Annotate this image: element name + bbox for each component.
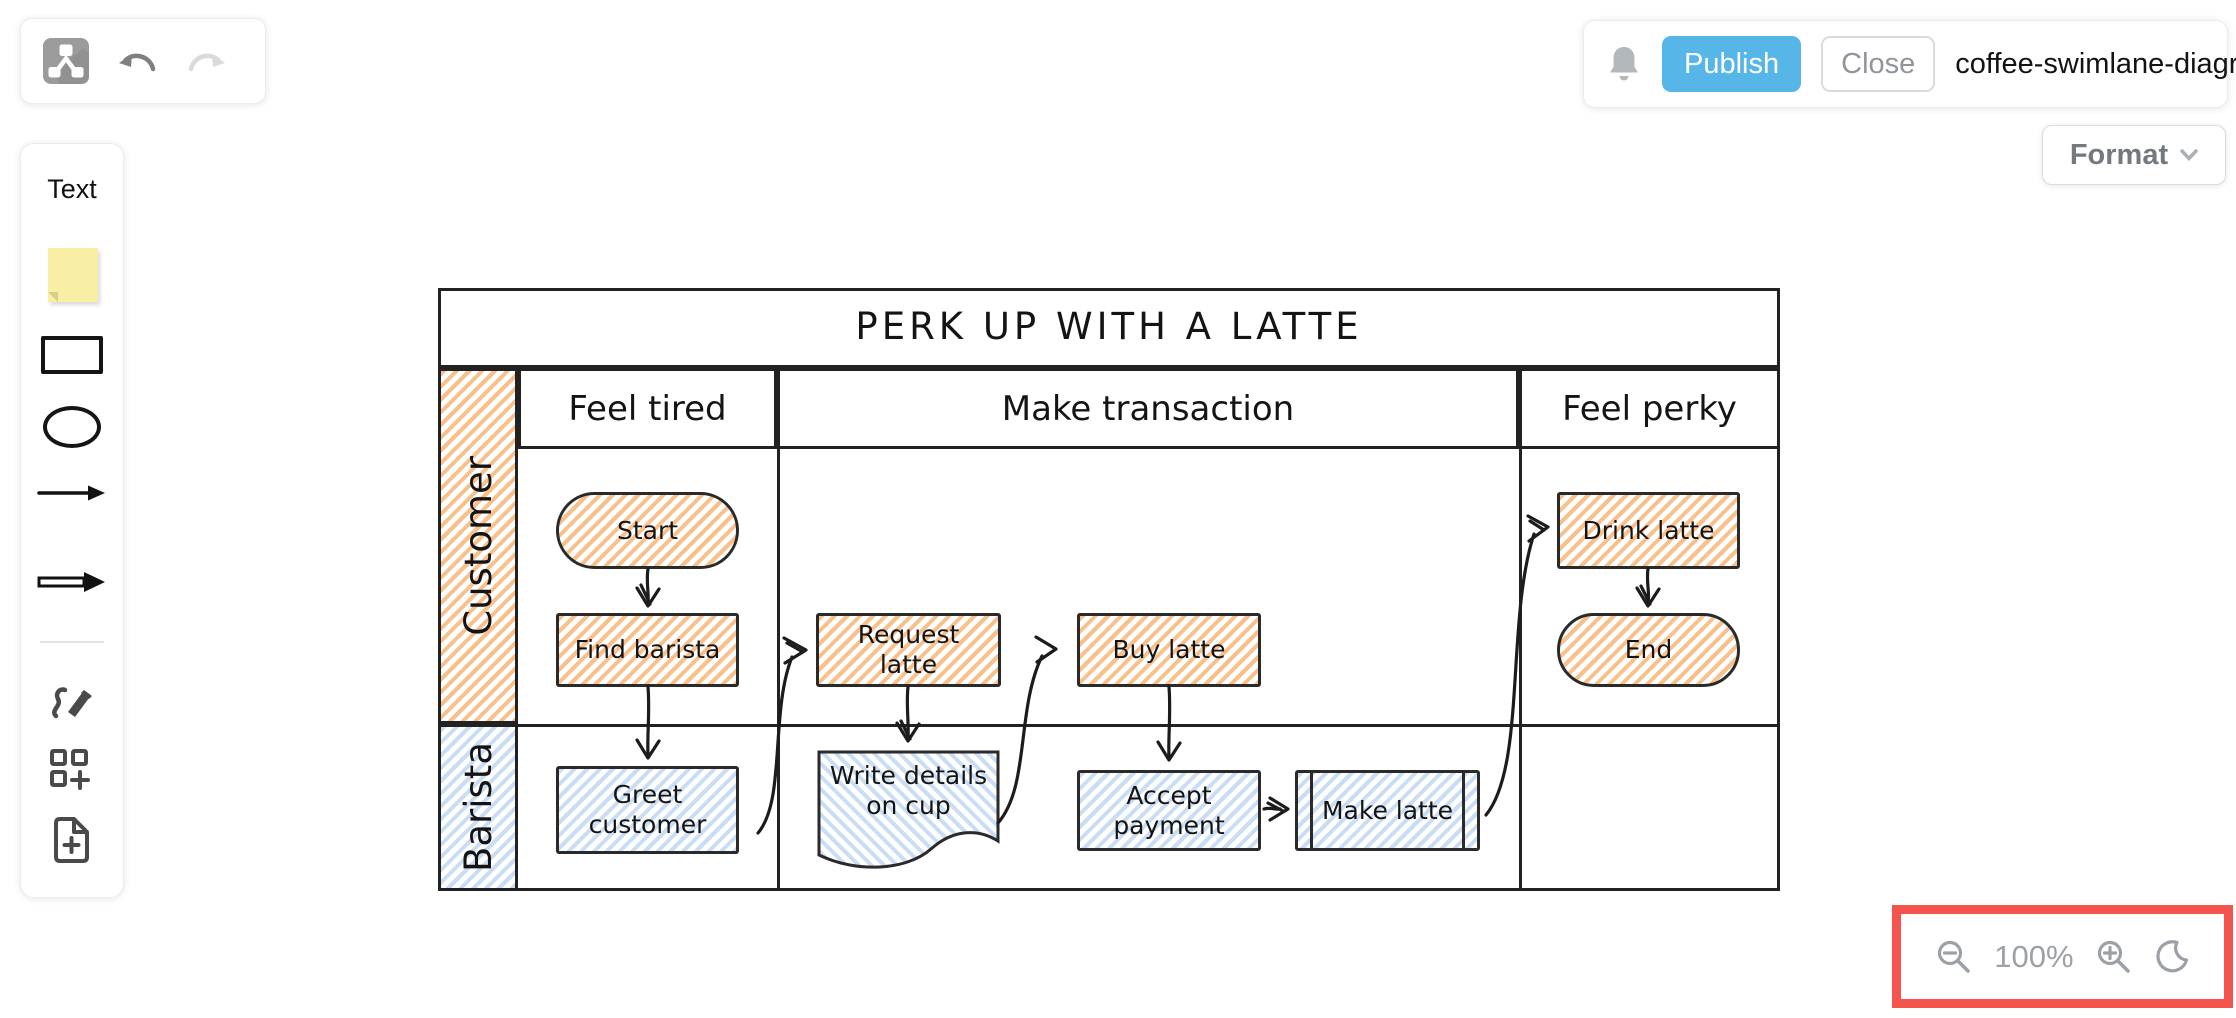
main-toolbar (20, 18, 266, 104)
sidebar-divider (40, 641, 104, 643)
node-end[interactable]: End (1557, 613, 1740, 687)
lane-divider (518, 724, 1780, 727)
ellipse-tool[interactable] (43, 406, 101, 448)
node-make-latte[interactable]: Make latte (1295, 770, 1480, 851)
document-header-bar: Publish Close coffee-swimlane-diagram (1583, 20, 2236, 108)
node-accept-payment[interactable]: Accept payment (1077, 770, 1261, 851)
sticky-note-tool[interactable] (48, 248, 98, 302)
format-label: Format (2069, 138, 2169, 171)
text-tool[interactable]: Text (47, 174, 97, 204)
draw-pen-icon[interactable] (48, 678, 96, 722)
new-page-icon[interactable] (52, 816, 92, 864)
document-title: coffee-swimlane-diagram (1955, 47, 2236, 80)
diagram-title[interactable]: PERK UP WITH A LATTE (438, 288, 1780, 368)
node-greet-customer[interactable]: Greet customer (556, 766, 739, 854)
diagram-tool-icon[interactable] (43, 38, 89, 84)
shape-sidebar: Text (20, 143, 124, 898)
undo-icon[interactable] (115, 45, 159, 77)
redo-icon (185, 45, 229, 77)
phase-divider-1 (777, 449, 780, 891)
publish-button[interactable]: Publish (1662, 36, 1802, 92)
node-write-details-on-cup[interactable]: Write details on cup (816, 749, 1001, 870)
shape-library-icon[interactable] (49, 748, 95, 794)
zoom-out-icon[interactable] (1935, 938, 1973, 976)
node-buy-latte[interactable]: Buy latte (1077, 613, 1261, 687)
phase-header-feel-perky[interactable]: Feel perky (1519, 368, 1780, 449)
lane-label-barista[interactable]: Barista (438, 724, 518, 891)
zoom-level[interactable]: 100% (1994, 938, 2074, 974)
lane-label-customer[interactable]: Customer (438, 368, 518, 724)
chevron-down-icon (2180, 149, 2198, 161)
phase-divider-2 (1519, 449, 1522, 891)
node-request-latte[interactable]: Request latte (816, 613, 1001, 687)
notifications-bell-icon[interactable] (1606, 43, 1642, 85)
thin-arrow-tool[interactable] (36, 480, 108, 506)
node-drink-latte[interactable]: Drink latte (1557, 492, 1740, 569)
node-start[interactable]: Start (556, 492, 739, 569)
zoom-controls-highlighted: 100% (1892, 905, 2233, 1008)
format-dropdown-button[interactable]: Format (2042, 125, 2226, 185)
rectangle-tool[interactable] (41, 336, 103, 374)
thick-arrow-tool[interactable] (36, 568, 108, 596)
close-button[interactable]: Close (1821, 36, 1936, 92)
canvas-swimlane-diagram: PERK UP WITH A LATTE Customer Barista Fe… (438, 288, 1780, 891)
dark-mode-moon-icon[interactable] (2154, 939, 2190, 975)
phase-header-make-transaction[interactable]: Make transaction (777, 368, 1519, 449)
node-find-barista[interactable]: Find barista (556, 613, 739, 687)
zoom-in-icon[interactable] (2095, 938, 2133, 976)
phase-header-feel-tired[interactable]: Feel tired (518, 368, 777, 449)
